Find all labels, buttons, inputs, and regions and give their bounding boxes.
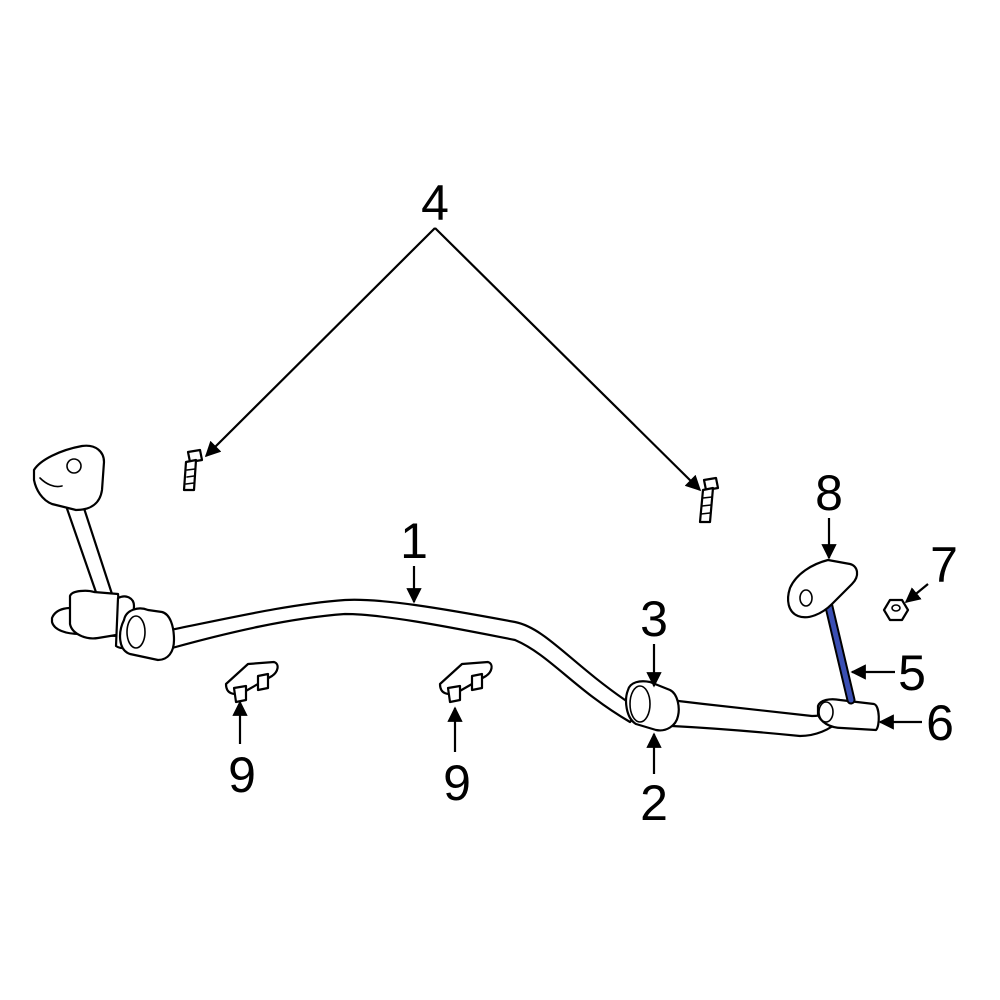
bolt-left[interactable] xyxy=(182,448,204,492)
sway-bar-link-rod[interactable] xyxy=(821,589,856,705)
leader-lines xyxy=(204,227,929,774)
right-end-bushing[interactable] xyxy=(816,698,880,732)
callout-3[interactable]: 3 xyxy=(640,591,668,647)
clip-right[interactable] xyxy=(438,660,493,704)
callout-4[interactable]: 4 xyxy=(421,175,449,231)
callout-7[interactable]: 7 xyxy=(930,537,958,593)
clip-left[interactable] xyxy=(224,660,279,704)
callout-9-right[interactable]: 9 xyxy=(443,755,471,811)
bolt-right[interactable] xyxy=(698,476,720,524)
callout-1[interactable]: 1 xyxy=(400,513,428,569)
callout-8[interactable]: 8 xyxy=(815,465,843,521)
nut[interactable] xyxy=(882,598,910,622)
callout-6[interactable]: 6 xyxy=(926,695,954,751)
callout-5[interactable]: 5 xyxy=(898,645,926,701)
callout-9-left[interactable]: 9 xyxy=(228,747,256,803)
left-bushing[interactable] xyxy=(50,589,176,662)
link-upper-bracket[interactable] xyxy=(787,558,859,619)
callout-2[interactable]: 2 xyxy=(640,775,668,831)
left-end-link[interactable] xyxy=(32,444,114,600)
bushing-bracket-assembly[interactable] xyxy=(625,680,680,732)
